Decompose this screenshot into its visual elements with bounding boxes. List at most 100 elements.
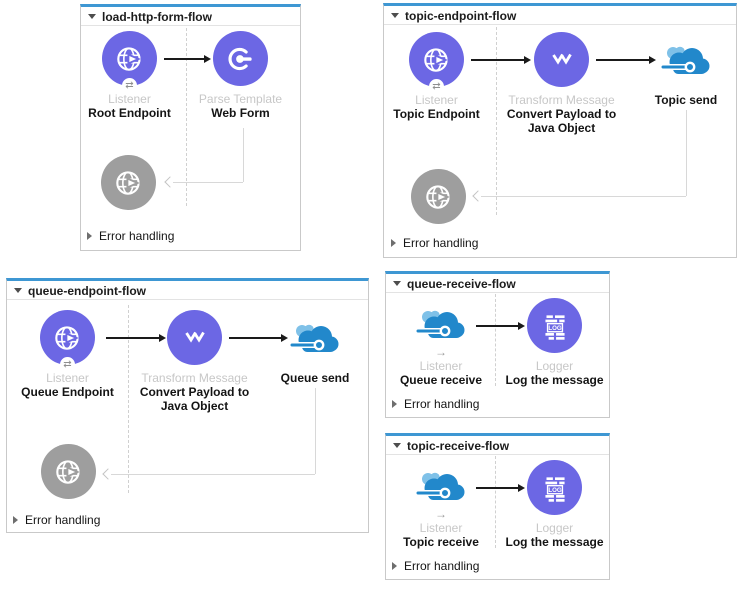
globe-arrow-icon [425,184,450,209]
one-way-arrow-badge-icon: → [435,345,447,359]
lane-separator [496,27,497,215]
error-connector-line [686,110,687,196]
component-name-label: Root Endpoint [88,106,171,120]
globe-arrow-icon [55,459,80,484]
step-labels: Queue send [270,371,360,385]
flow-title: queue-receive-flow [407,276,516,291]
flow-topic-receive[interactable]: topic-receive-flow → Listener Topic rece… [385,433,610,580]
http-listener-component[interactable] [409,32,464,87]
lane-separator [186,28,187,206]
flow-queue-receive[interactable]: queue-receive-flow → Listener Queue rece… [385,271,610,418]
collapse-triangle-icon[interactable] [393,443,401,448]
component-type-label: Listener [419,359,463,373]
http-error-response-component[interactable] [41,444,96,499]
error-handling-section[interactable]: Error handling [392,397,479,411]
flow-title: queue-endpoint-flow [28,283,146,298]
collapse-triangle-icon[interactable] [391,13,399,18]
svg-text:LOG: LOG [548,324,562,331]
component-name-label: Queue receive [399,373,483,387]
logger-component[interactable]: LOG [527,298,582,353]
error-handling-label: Error handling [25,513,101,527]
error-handling-section[interactable]: Error handling [392,559,479,573]
collapse-triangle-icon[interactable] [393,281,401,286]
logger-component[interactable]: LOG [527,460,582,515]
component-type-label: Logger [535,359,574,373]
flow-queue-endpoint[interactable]: queue-endpoint-flow ⇄ Listener Queue End… [6,278,369,533]
flow-title-bar[interactable]: topic-endpoint-flow [384,6,736,25]
http-error-response-component[interactable] [411,169,466,224]
flow-title-bar[interactable]: load-http-form-flow [81,7,300,26]
flow-arrow [596,56,656,63]
one-way-arrow-badge-icon: → [435,507,447,521]
flow-load-http-form[interactable]: load-http-form-flow ⇄ Listener Root Endp… [80,4,301,251]
error-handling-label: Error handling [404,559,480,573]
component-type-label: Listener [415,93,458,107]
component-name-label: Log the message [505,373,604,387]
step-labels: Parse Template Web Form [183,92,298,120]
expand-triangle-icon[interactable] [13,516,18,524]
error-connector-line [173,182,243,183]
anypoint-mq-cloud-icon [415,310,465,338]
queue-listener-component[interactable] [414,307,468,343]
flow-title: topic-endpoint-flow [405,8,517,23]
two-way-arrow-badge-icon: ⇄ [122,78,137,93]
error-connector-arrowhead [472,190,484,202]
step-labels: Listener Root Endpoint [81,92,178,120]
expand-triangle-icon[interactable] [87,232,92,240]
error-handling-label: Error handling [99,229,175,243]
transform-message-component[interactable] [534,32,589,87]
step-labels: → Listener Topic receive [386,507,496,549]
error-handling-section[interactable]: Error handling [13,513,100,527]
flow-title: load-http-form-flow [102,9,212,24]
two-way-arrow-badge-icon: ⇄ [429,79,444,94]
anypoint-mq-cloud-icon [415,472,465,500]
transform-message-component[interactable] [167,310,222,365]
lane-separator [128,305,129,493]
component-type-label: Logger [535,521,574,535]
component-type-label: Transform Message [141,371,248,385]
error-connector-line [481,196,686,197]
expand-triangle-icon[interactable] [391,239,396,247]
lane-separator [495,456,496,548]
step-labels: Topic send [641,93,731,107]
component-name-label: Queue Endpoint [21,385,114,399]
http-error-response-component[interactable] [101,155,156,210]
flow-topic-endpoint[interactable]: topic-endpoint-flow ⇄ Listener Topic End… [383,3,737,258]
lane-separator [495,294,496,386]
parse-template-component[interactable] [213,31,268,86]
flow-title-bar[interactable]: queue-endpoint-flow [7,281,368,300]
error-handling-section[interactable]: Error handling [391,236,478,250]
flow-arrow [476,484,525,491]
dataweave-icon [551,53,572,65]
error-connector-line [111,474,315,475]
flow-arrow [106,334,166,341]
flow-arrow [164,55,211,62]
component-name-label: Log the message [505,535,604,549]
component-name-label: Queue send [280,371,350,385]
expand-triangle-icon[interactable] [392,400,397,408]
flow-arrow [476,322,525,329]
topic-listener-component[interactable] [414,469,468,505]
step-labels: Transform Message Convert Payload to Jav… [129,371,260,413]
error-handling-section[interactable]: Error handling [87,229,174,243]
topic-send-component[interactable] [659,43,713,79]
component-name-label: Web Form [211,106,270,120]
component-name-label: Topic Endpoint [393,107,480,121]
http-listener-component[interactable] [40,310,95,365]
flow-title-bar[interactable]: queue-receive-flow [386,274,609,293]
globe-arrow-icon [54,325,79,350]
svg-text:LOG: LOG [548,486,562,493]
error-connector-arrowhead [102,468,114,480]
error-handling-label: Error handling [403,236,479,250]
error-handling-label: Error handling [404,397,480,411]
queue-send-component[interactable] [288,321,342,357]
flow-title-bar[interactable]: topic-receive-flow [386,436,609,455]
flow-arrow [229,334,288,341]
anypoint-mq-cloud-icon [289,324,339,352]
expand-triangle-icon[interactable] [392,562,397,570]
http-listener-component[interactable] [102,31,157,86]
collapse-triangle-icon[interactable] [14,288,22,293]
collapse-triangle-icon[interactable] [88,14,96,19]
step-labels: Logger Log the message [494,521,615,549]
anypoint-mq-cloud-icon [660,46,710,74]
